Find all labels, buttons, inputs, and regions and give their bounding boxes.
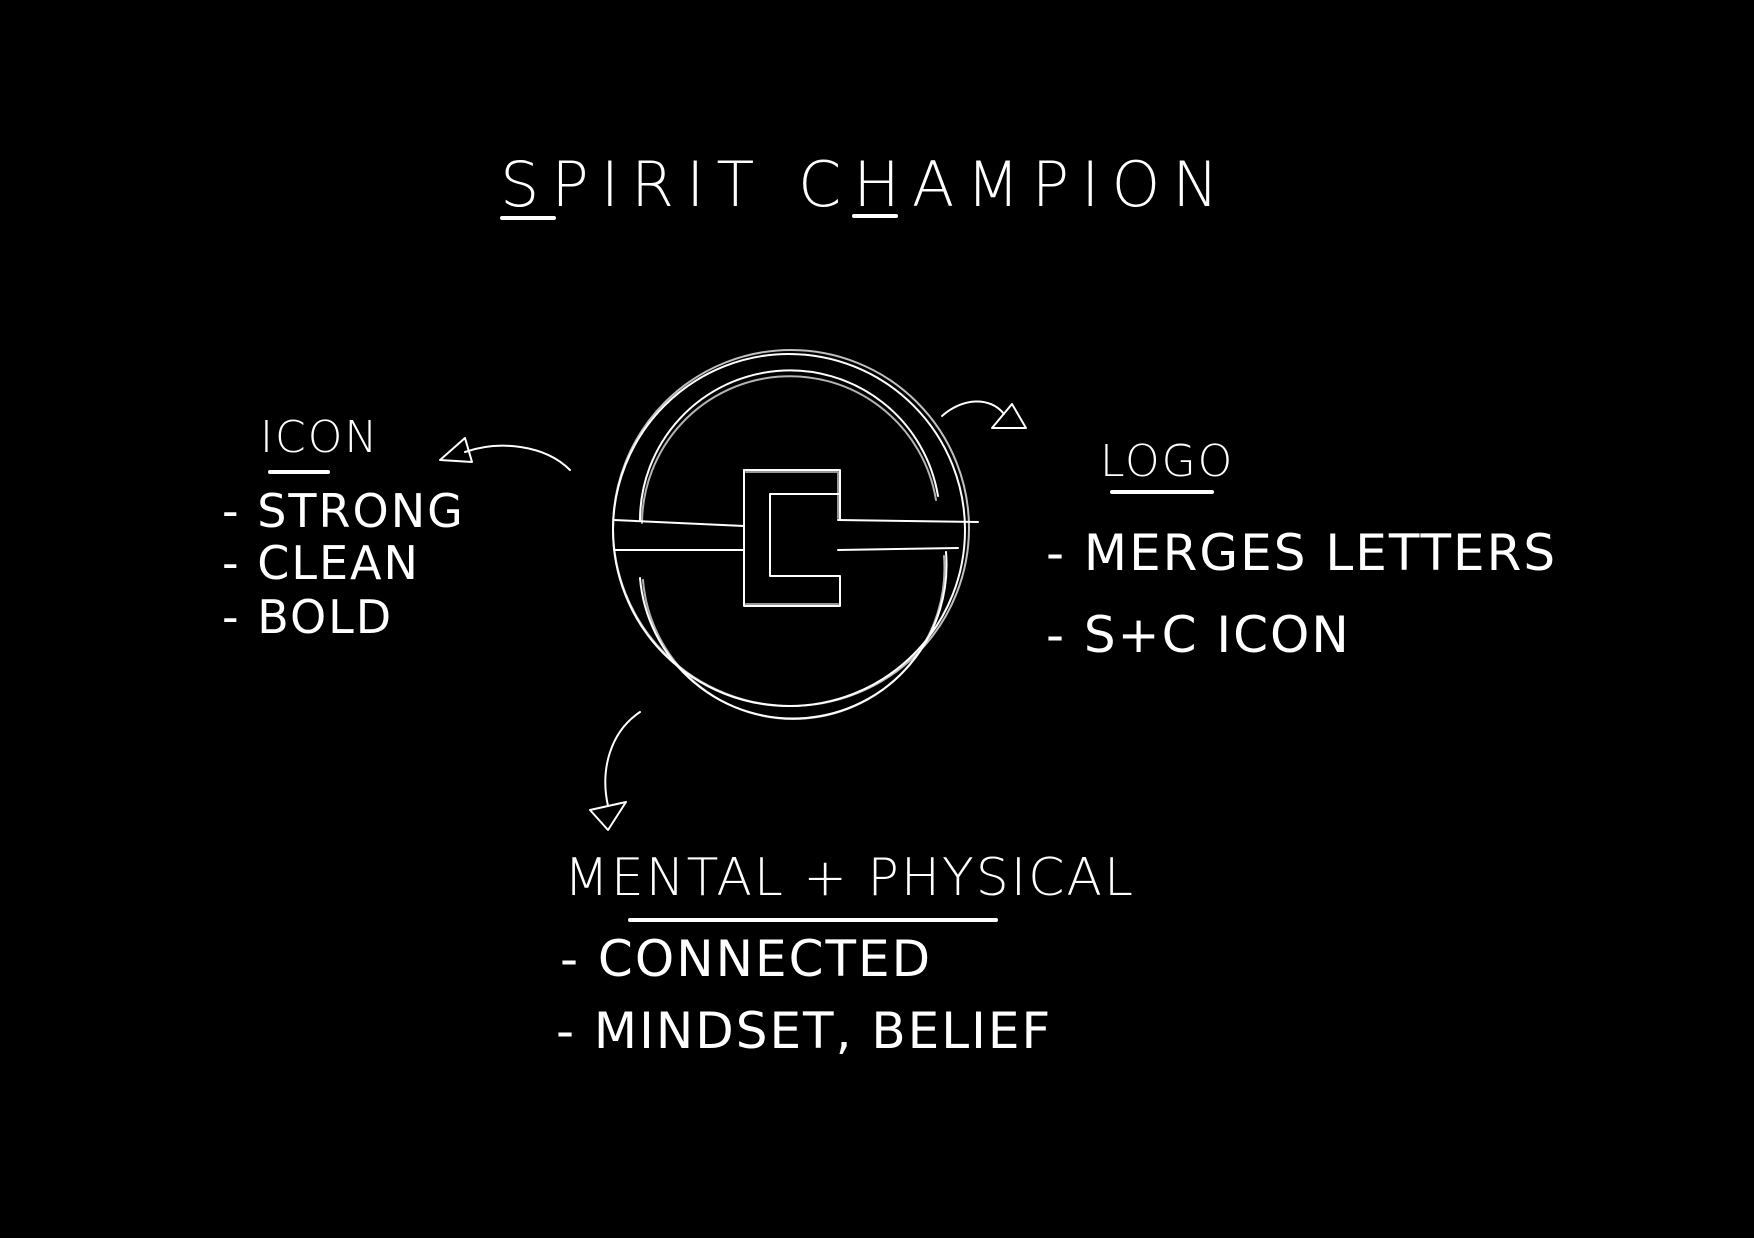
icon-item-bold: - BOLD (222, 590, 394, 644)
icon-item-strong: - STRONG (222, 484, 465, 538)
mental-item-mindset: - MINDSET, BELIEF (556, 1002, 1053, 1060)
arrow-right-icon (941, 400, 1027, 429)
logo-item-merges: - MERGES LETTERS (1046, 524, 1558, 582)
logo-heading-underline (1110, 490, 1214, 494)
logo-inner-top-arc (639, 369, 939, 521)
icon-item-clean: - CLEAN (222, 536, 420, 590)
logo-left-bar (613, 519, 745, 527)
mental-item-connected: - CONNECTED (560, 930, 933, 988)
logo-item-sc-icon: - S+C ICON (1046, 606, 1351, 664)
mental-heading-underline (628, 918, 998, 922)
title-c-underline (852, 214, 898, 218)
icon-heading: ICON (260, 412, 380, 463)
mental-heading: MENTAL + PHYSICAL (564, 848, 1135, 908)
logo-center-c (743, 469, 841, 521)
title-s-underline (500, 216, 556, 220)
logo-right-bar (837, 519, 979, 523)
icon-heading-underline (268, 470, 330, 474)
arrow-left-icon (439, 437, 571, 471)
logo-heading: LOGO (1100, 436, 1235, 487)
sc-logo-sketch (612, 349, 979, 720)
page-title: SPIRIT CHAMPION (500, 148, 1231, 221)
arrow-down-icon (589, 711, 641, 831)
